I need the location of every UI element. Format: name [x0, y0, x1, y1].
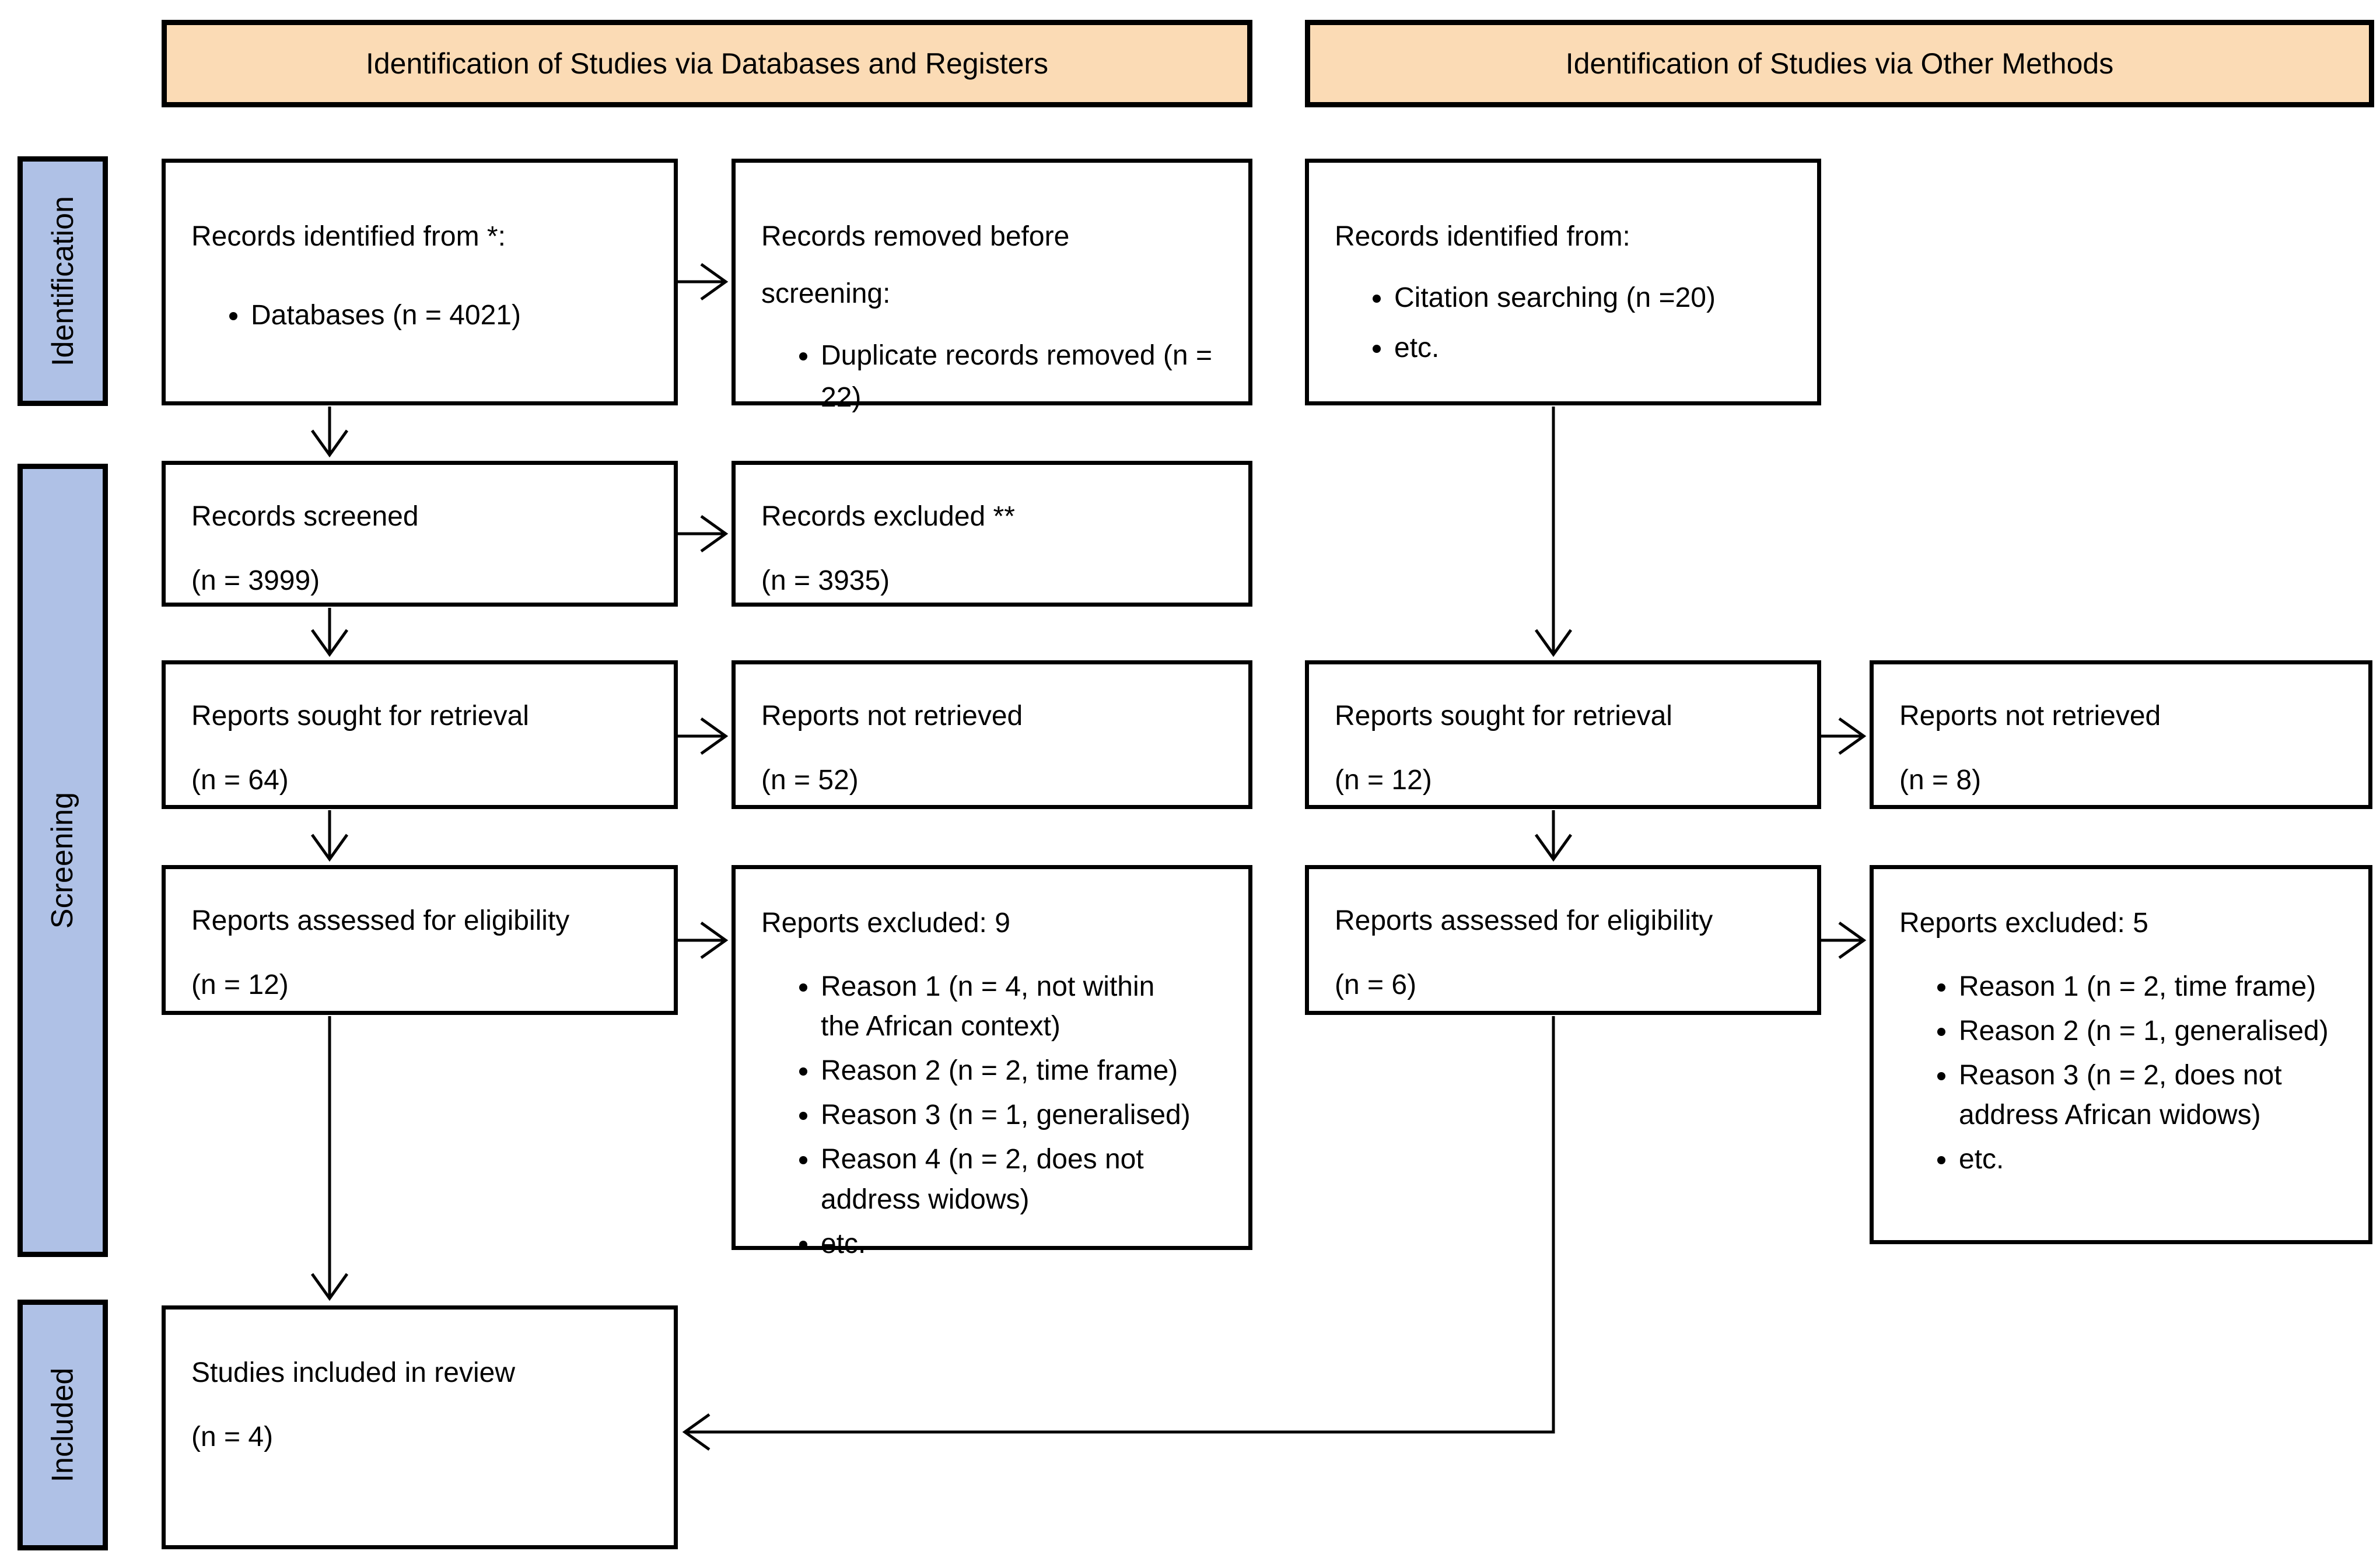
bullet-item: Reason 2 (n = 1, generalised) [1958, 1011, 2345, 1051]
box-title: Reports assessed for eligibility [1335, 905, 1713, 936]
box-title: Records identified from *: [191, 221, 506, 252]
box-title: Reports not retrieved [1899, 701, 2161, 731]
box-studies-included: Studies included in review (n = 4) [162, 1305, 678, 1549]
header-databases-registers-label: Identification of Studies via Databases … [365, 47, 1049, 80]
box-count: (n = 12) [191, 969, 289, 1001]
stage-included-label: Included [46, 1367, 80, 1483]
bullet-item: etc. [1393, 327, 1794, 369]
box-title: Reports sought for retrieval [1335, 701, 1672, 731]
box-count: (n = 3999) [191, 565, 320, 597]
header-other-methods-label: Identification of Studies via Other Meth… [1565, 47, 2114, 80]
box-reports-not-retrieved-other: Reports not retrieved (n = 8) [1870, 660, 2372, 809]
box-title: Reports excluded: 5 [1899, 908, 2148, 939]
box-title: Records identified from: [1335, 221, 1630, 252]
stage-identification: Identification [18, 156, 108, 406]
bullet-list: Reason 1 (n = 4, not within the African … [761, 967, 1225, 1264]
header-other-methods: Identification of Studies via Other Meth… [1305, 20, 2374, 107]
bullet-item: etc. [1958, 1140, 2345, 1179]
bullet-item: Databases (n = 4021) [250, 295, 650, 337]
box-reports-assessed-db: Reports assessed for eligibility (n = 12… [162, 865, 678, 1015]
box-records-removed-before-screening: Records removed before screening: Duplic… [732, 159, 1252, 413]
bullet-item: Reason 4 (n = 2, does not address widows… [820, 1140, 1193, 1219]
box-title: Studies included in review [191, 1357, 515, 1388]
stage-screening: Screening [18, 464, 108, 1257]
box-reports-not-retrieved-db: Reports not retrieved (n = 52) [732, 660, 1252, 809]
bullet-item: Duplicate records removed (n = 22) [820, 335, 1225, 419]
box-reports-sought-db: Reports sought for retrieval (n = 64) [162, 660, 678, 809]
bullet-item: Reason 1 (n = 4, not within the African … [820, 967, 1193, 1046]
bullet-item: Reason 2 (n = 2, time frame) [820, 1051, 1193, 1091]
stage-included: Included [18, 1300, 108, 1550]
box-count: (n = 8) [1899, 765, 1982, 796]
box-count: (n = 12) [1335, 765, 1432, 796]
box-title: Reports not retrieved [761, 701, 1023, 731]
bullet-item: Reason 1 (n = 2, time frame) [1958, 967, 2345, 1007]
stage-identification-label: Identification [46, 196, 80, 366]
bullet-item: etc. [820, 1224, 1193, 1264]
bullet-list: Citation searching (n =20) etc. [1335, 277, 1794, 369]
bullet-list: Reason 1 (n = 2, time frame) Reason 2 (n… [1899, 967, 2345, 1180]
box-reports-excluded-db: Reports excluded: 9 Reason 1 (n = 4, not… [732, 865, 1252, 1259]
bullet-item: Reason 3 (n = 1, generalised) [820, 1095, 1193, 1135]
box-title: Records screened [191, 501, 419, 532]
box-title: Reports excluded: 9 [761, 908, 1010, 939]
box-count: (n = 6) [1335, 969, 1417, 1001]
box-count: (n = 3935) [761, 565, 890, 597]
box-title: Records excluded ** [761, 501, 1015, 532]
box-records-identified-other: Records identified from: Citation search… [1305, 159, 1821, 405]
box-reports-assessed-other: Reports assessed for eligibility (n = 6) [1305, 865, 1821, 1015]
bullet-list: Duplicate records removed (n = 22) [761, 335, 1225, 419]
bullet-item: Citation searching (n =20) [1393, 277, 1794, 319]
box-reports-sought-other: Reports sought for retrieval (n = 12) [1305, 660, 1821, 809]
box-reports-excluded-other: Reports excluded: 5 Reason 1 (n = 2, tim… [1870, 865, 2372, 1244]
box-records-identified-databases: Records identified from *: Databases (n … [162, 159, 678, 405]
stage-screening-label: Screening [46, 792, 80, 929]
header-databases-registers: Identification of Studies via Databases … [162, 20, 1252, 107]
box-title: Records removed before screening: [761, 221, 1070, 310]
box-count: (n = 64) [191, 765, 289, 796]
box-records-excluded: Records excluded ** (n = 3935) [732, 461, 1252, 607]
box-title: Reports assessed for eligibility [191, 905, 570, 936]
box-records-screened: Records screened (n = 3999) [162, 461, 678, 607]
bullet-list: Databases (n = 4021) [191, 295, 650, 337]
box-count: (n = 52) [761, 765, 859, 796]
bullet-item: Reason 3 (n = 2, does not address Africa… [1958, 1056, 2345, 1135]
box-count: (n = 4) [191, 1422, 274, 1453]
box-title: Reports sought for retrieval [191, 701, 529, 731]
